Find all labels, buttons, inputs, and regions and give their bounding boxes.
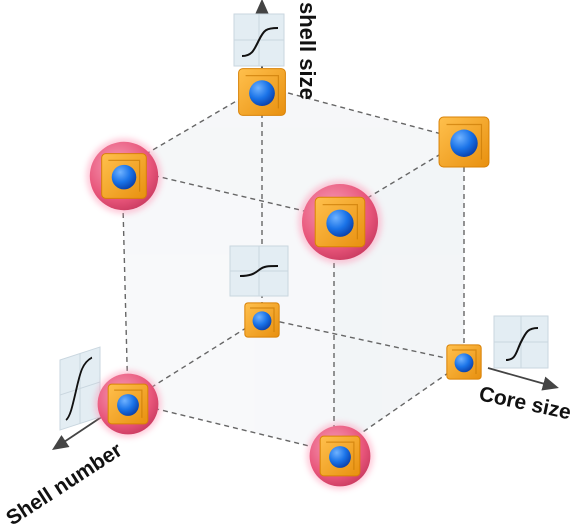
core [326,209,354,237]
particle-center [244,302,280,338]
core [454,353,474,373]
particle-top-back [238,68,286,116]
axis-label-shell-size: shell size [295,2,320,100]
particle-top-right-front [298,180,382,264]
particle-top-left-front [86,138,162,214]
axis-label-shell-number: Shell number [2,438,126,530]
core [450,129,478,157]
particle-bottom-left-front [94,370,162,438]
axis-label-core-size: Core size [477,382,573,424]
sigmoid-curve-icon [229,245,289,297]
sigmoid-curve-icon [59,346,101,431]
particles-layer [86,68,490,490]
sigmoid-curve-icon [493,315,549,369]
sigmoid-curve-icon [233,13,285,67]
right-axis-arrow [487,367,559,391]
particle-bottom-front [306,422,374,490]
core [252,311,272,331]
cube-faces [122,86,464,452]
particle-right-back [438,116,490,168]
core [329,446,351,468]
core [117,394,139,416]
core [249,80,275,107]
particle-bottom-right-back [446,344,482,380]
core [111,164,137,190]
